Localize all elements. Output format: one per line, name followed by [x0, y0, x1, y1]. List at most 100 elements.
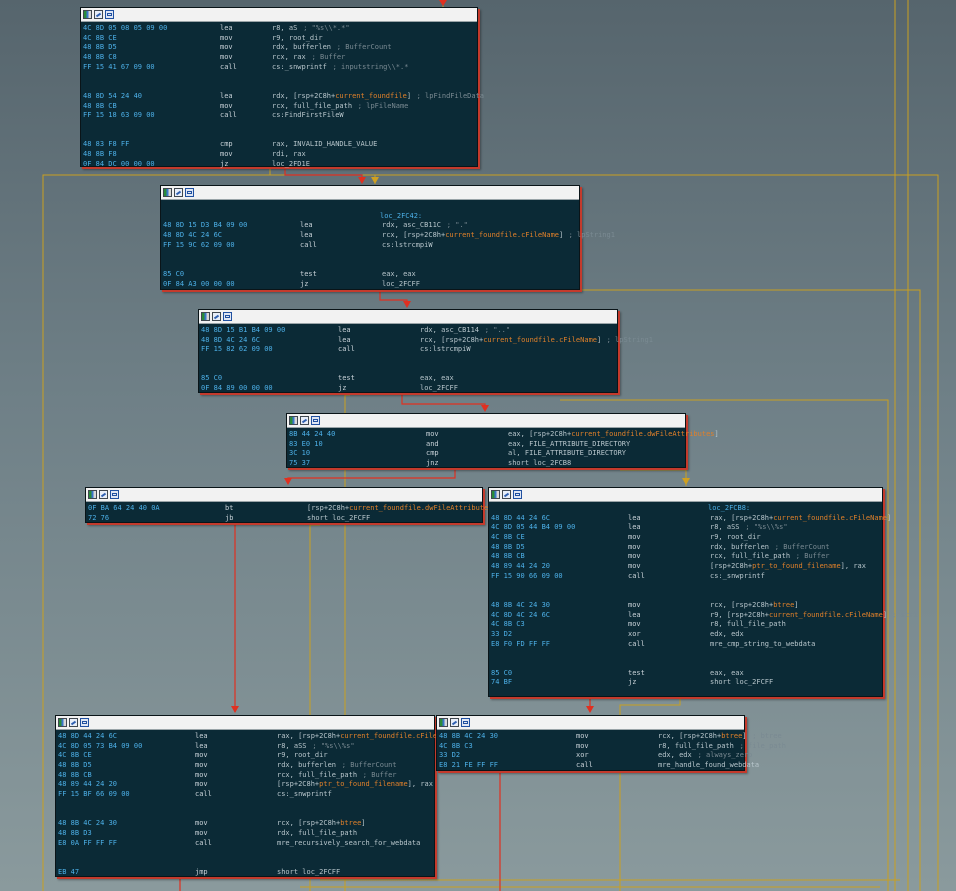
instruction-line[interactable] — [83, 82, 477, 92]
graph-node-icon[interactable] — [201, 312, 210, 321]
collapse-node-icon[interactable] — [80, 718, 89, 727]
block-header[interactable] — [489, 488, 882, 502]
graph-node-icon[interactable] — [163, 188, 172, 197]
instruction-line[interactable] — [163, 250, 579, 260]
instruction-line[interactable] — [491, 659, 882, 669]
collapse-node-icon[interactable] — [513, 490, 522, 499]
collapse-node-icon[interactable] — [311, 416, 320, 425]
instruction-line[interactable] — [201, 355, 617, 365]
instruction-line[interactable] — [491, 591, 882, 601]
instruction-line[interactable] — [201, 365, 617, 375]
collapse-node-icon[interactable] — [105, 10, 114, 19]
block-header[interactable] — [161, 186, 579, 200]
instruction-line[interactable] — [58, 858, 434, 868]
graph-node-icon[interactable] — [439, 718, 448, 727]
instruction-line[interactable] — [491, 582, 882, 592]
collapse-node-icon[interactable] — [223, 312, 232, 321]
edit-node-icon[interactable] — [212, 312, 221, 321]
edit-node-icon[interactable] — [450, 718, 459, 727]
block-header[interactable] — [56, 716, 434, 730]
instruction-line[interactable] — [58, 848, 434, 858]
instruction-line[interactable] — [83, 72, 477, 82]
edit-node-icon[interactable] — [174, 188, 183, 197]
instruction-line[interactable] — [83, 121, 477, 131]
block-header[interactable] — [287, 414, 685, 428]
edit-node-icon[interactable] — [69, 718, 78, 727]
graph-node-icon[interactable] — [88, 490, 97, 499]
block-header[interactable] — [86, 488, 482, 502]
collapse-node-icon[interactable] — [110, 490, 119, 499]
block-header[interactable] — [81, 8, 477, 22]
instruction-line[interactable] — [491, 649, 882, 659]
instruction-line[interactable] — [163, 202, 579, 212]
edit-node-icon[interactable] — [300, 416, 309, 425]
instruction-line[interactable] — [58, 800, 434, 810]
instruction-line[interactable]: loc_2FC42: — [163, 212, 579, 222]
edit-node-icon[interactable] — [94, 10, 103, 19]
instruction-line[interactable] — [163, 260, 579, 270]
graph-node-icon[interactable] — [58, 718, 67, 727]
instruction-line[interactable] — [58, 810, 434, 820]
instruction-line[interactable] — [83, 131, 477, 141]
graph-node-icon[interactable] — [83, 10, 92, 19]
graph-node-icon[interactable] — [289, 416, 298, 425]
graph-node-icon[interactable] — [491, 490, 500, 499]
block-header[interactable] — [437, 716, 744, 730]
